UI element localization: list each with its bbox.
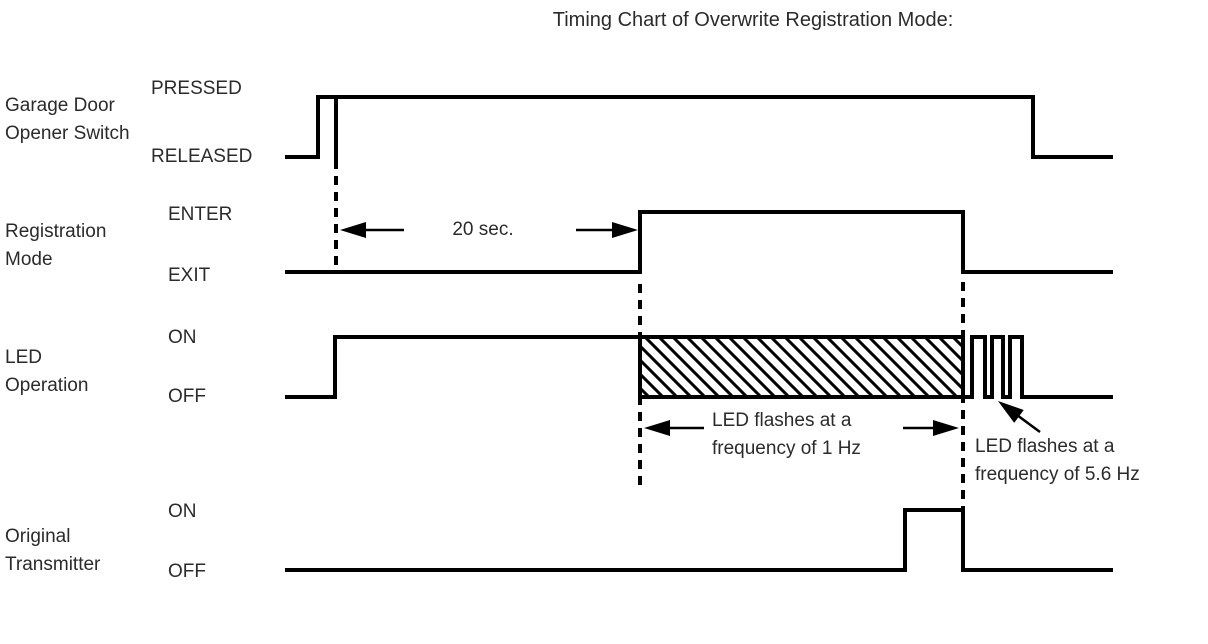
page-title: Timing Chart of Overwrite Registration M… [552,9,954,31]
led-1hz-arrow-left [644,420,704,436]
led-1hz-arrow-right-head [933,420,959,436]
level-label-led-on: ON [168,327,197,348]
led-1hz-hatch-region [638,335,965,399]
led-1hz-arrow-right [903,420,959,436]
level-label-transmitter-on: ON [168,501,197,522]
level-label-led-off: OFF [168,386,206,407]
led-1hz-annotation: LED flashes at a frequency of 1 Hz [712,410,861,459]
registration-mode-waveform [285,210,1113,274]
row-label-registration-mode: Registration Mode [5,221,107,270]
level-label-transmitter-off: OFF [168,561,206,582]
signal-waveforms [285,95,1113,572]
level-label-pressed: PRESSED [151,78,242,99]
level-label-enter: ENTER [168,204,233,225]
hatch-region-group [638,335,965,399]
interval-annotation: 20 sec. [452,219,514,240]
level-label-released: RELEASED [151,146,253,167]
led-1hz-arrow-left-head [644,420,670,436]
row-label-original-transmitter: Original Transmitter [5,526,101,575]
dashed-reference-lines [334,99,965,510]
interval-arrow-right [576,222,638,238]
level-label-exit: EXIT [168,265,211,286]
led-56hz-pointer-arrow-head [998,401,1024,423]
interval-arrow-left [340,222,404,238]
led-56hz-annotation: LED flashes at a frequency of 5.6 Hz [975,436,1140,485]
led-56hz-pointer-arrow [998,401,1041,434]
row-label-led-operation: LED Operation [5,347,89,396]
interval-arrow-left-head [340,222,366,238]
original-transmitter-waveform [285,508,1113,572]
interval-arrow-right-head [612,222,638,238]
garage-door-opener-switch-waveform [285,95,1113,159]
row-label-garage-door-opener-switch: Garage Door Opener Switch [5,95,130,144]
led-56hz-pointer-arrow-shaft [1015,413,1041,434]
annotation-arrows [340,222,1041,436]
